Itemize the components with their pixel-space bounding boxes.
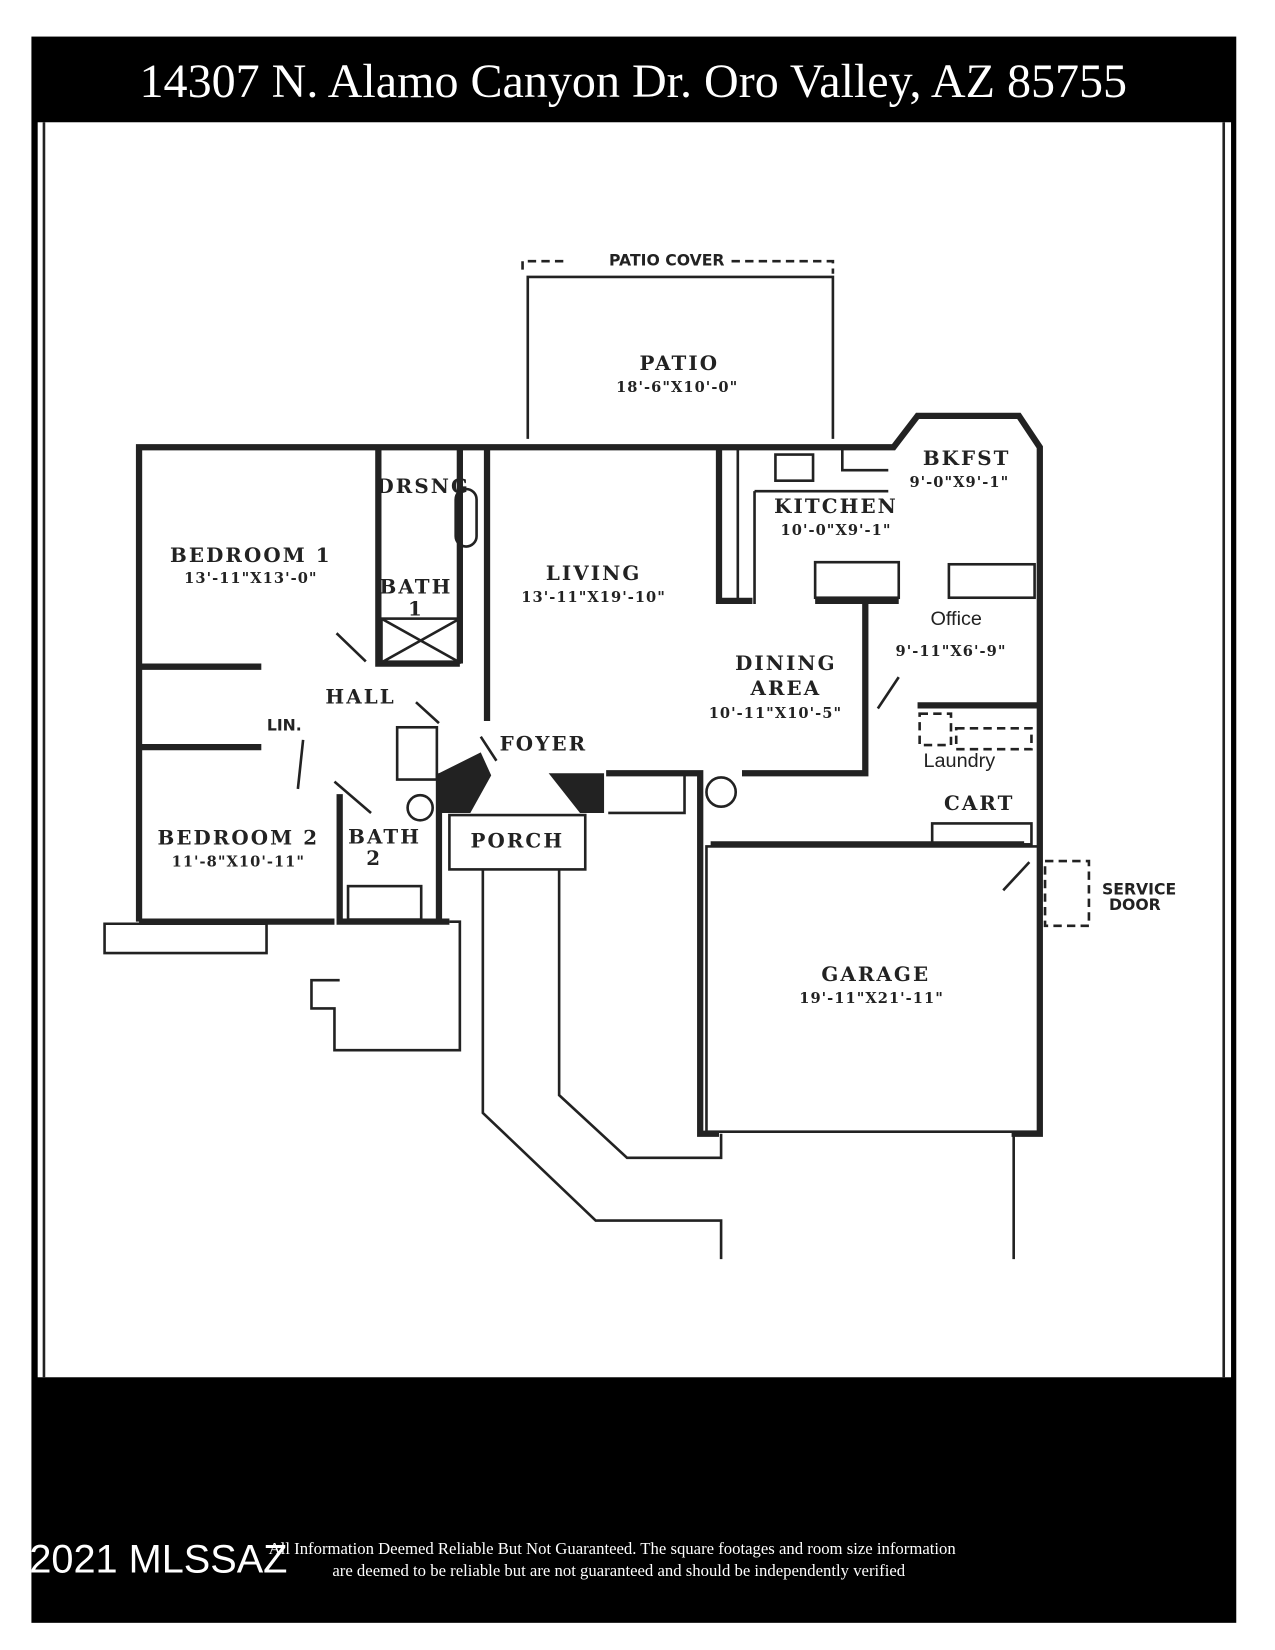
svg-text:BEDROOM 1: BEDROOM 1	[170, 543, 332, 567]
bath-2-number: 2	[366, 846, 382, 870]
service-door-label-2: DOOR	[1109, 895, 1161, 914]
room-patio: PATIO 18'-6"X10'-0"	[616, 351, 738, 396]
svg-text:9'-11"X6'-9": 9'-11"X6'-9"	[895, 643, 1006, 660]
floorplan-drawing	[103, 259, 1091, 1260]
svg-text:19'-11"X21'-11": 19'-11"X21'-11"	[799, 990, 944, 1007]
svg-text:10'-11"X10'-5": 10'-11"X10'-5"	[709, 705, 842, 722]
room-office: Office 9'-11"X6'-9"	[895, 608, 1006, 660]
porch-label: PORCH	[470, 828, 564, 852]
svg-text:BEDROOM 2: BEDROOM 2	[157, 825, 319, 849]
patio-cover-label: PATIO COVER	[609, 250, 724, 269]
svg-text:11'-8"X10'-11": 11'-8"X10'-11"	[172, 853, 305, 870]
bath-1-number: 1	[408, 596, 424, 620]
room-living: LIVING 13'-11"X19'-10"	[521, 561, 666, 606]
room-bedroom-2: BEDROOM 2 11'-8"X10'-11"	[157, 825, 319, 870]
room-garage: GARAGE 19'-11"X21'-11"	[799, 962, 944, 1007]
svg-text:AREA: AREA	[749, 676, 821, 700]
laundry-label: Laundry	[923, 750, 995, 772]
svg-text:13'-11"X19'-10": 13'-11"X19'-10"	[521, 589, 666, 606]
svg-text:BKFST: BKFST	[923, 446, 1011, 470]
disclaimer-line-2: are deemed to be reliable but are not gu…	[332, 1561, 905, 1580]
page-title: 14307 N. Alamo Canyon Dr. Oro Valley, AZ…	[140, 55, 1128, 108]
bath-2-label: BATH	[348, 824, 421, 848]
svg-text:GARAGE: GARAGE	[821, 962, 930, 986]
hall-label: HALL	[325, 684, 395, 708]
room-bkfst: BKFST 9'-0"X9'-1"	[909, 446, 1011, 491]
svg-text:10'-0"X9'-1": 10'-0"X9'-1"	[781, 522, 892, 539]
service-door-label: SERVICE	[1102, 879, 1176, 898]
bath-1-label: BATH	[379, 575, 452, 599]
cart-label: CART	[944, 791, 1014, 815]
svg-text:13'-11"X13'-0": 13'-11"X13'-0"	[184, 570, 317, 587]
svg-text:PATIO: PATIO	[640, 351, 720, 375]
copyright-text: ©2021 MLSSAZ	[0, 1538, 287, 1582]
svg-text:Office: Office	[930, 608, 981, 630]
linen-label: LIN.	[267, 715, 302, 734]
disclaimer-line-1: All Information Deemed Reliable But Not …	[269, 1539, 957, 1558]
svg-text:18'-6"X10'-0": 18'-6"X10'-0"	[616, 379, 738, 396]
drsng-label: DRSNG	[376, 474, 470, 498]
foyer-label: FOYER	[500, 731, 588, 755]
svg-text:DINING: DINING	[735, 651, 837, 675]
room-kitchen: KITCHEN 10'-0"X9'-1"	[774, 494, 898, 539]
svg-text:KITCHEN: KITCHEN	[774, 494, 898, 518]
svg-text:9'-0"X9'-1": 9'-0"X9'-1"	[909, 474, 1009, 491]
svg-text:LIVING: LIVING	[546, 561, 642, 585]
room-dining-area: DINING AREA 10'-11"X10'-5"	[709, 651, 842, 722]
room-bedroom-1: BEDROOM 1 13'-11"X13'-0"	[170, 543, 332, 587]
